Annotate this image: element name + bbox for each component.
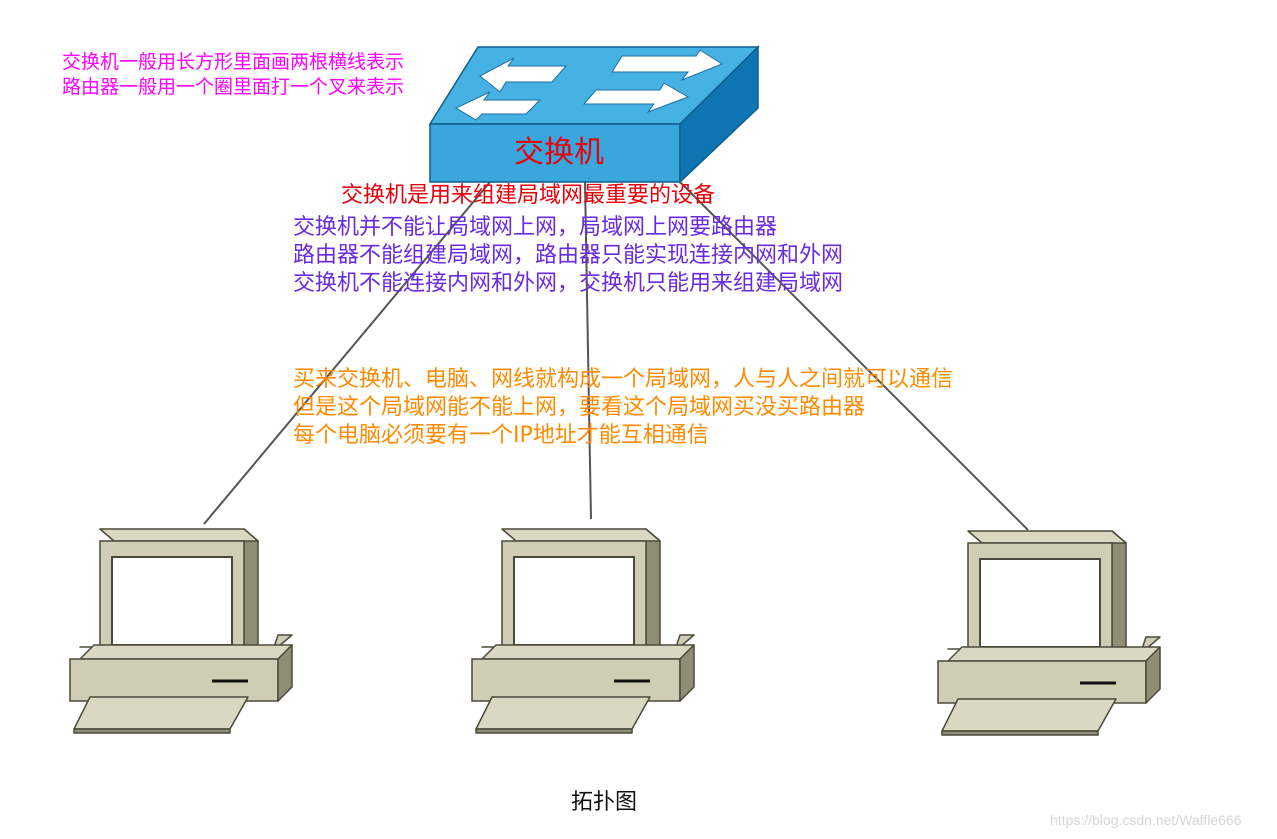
base-side — [679, 644, 695, 702]
switch-router-notes: 交换机并不能让局域网上网，局域网上网要路由器 路由器不能组建局域网，路由器只能实… — [293, 214, 843, 298]
switch-label: 交换机 — [514, 135, 604, 170]
monitor-screen — [979, 558, 1101, 648]
legend-notes: 交换机一般用长方形里面画两根横线表示 路由器一般用一个圈里面打一个叉来表示 — [62, 50, 404, 100]
base-side — [1145, 646, 1161, 704]
monitor-top — [967, 530, 1127, 544]
monitor-screen — [513, 556, 635, 646]
computer-icon — [471, 528, 695, 734]
diagram-caption: 拓扑图 — [571, 790, 638, 815]
base-side — [277, 644, 293, 702]
keyboard-edge — [941, 730, 1099, 736]
legend-note-switch: 交换机一般用长方形里面画两根横线表示 — [62, 51, 405, 73]
network-switch-icon — [428, 45, 760, 184]
cable-left — [203, 181, 491, 525]
computer-icon — [69, 528, 293, 734]
computer-icon — [937, 530, 1161, 736]
switch-router-note: 交换机不能连接内网和外网，交换机只能用来组建局域网 — [293, 271, 844, 296]
legend-note-router: 路由器一般用一个圈里面打一个叉来表示 — [62, 76, 405, 98]
cable-middle — [584, 181, 592, 520]
cables — [203, 181, 1029, 531]
monitor-screen — [111, 556, 233, 646]
switch-side-face — [679, 45, 759, 184]
lan-note: 但是这个局域网能不能上网，要看这个局域网买没买路由器 — [293, 395, 866, 420]
lan-note: 买来交换机、电脑、网线就构成一个局域网，人与人之间就可以通信 — [293, 367, 954, 392]
switch-router-note: 交换机并不能让局域网上网，局域网上网要路由器 — [293, 215, 778, 240]
switch-arrows-icon — [454, 49, 724, 121]
monitor-side — [1111, 530, 1127, 660]
switch-router-note: 路由器不能组建局域网，路由器只能实现连接内网和外网 — [293, 243, 844, 268]
base-top-face — [481, 644, 695, 660]
base-top-face — [947, 646, 1161, 662]
monitor-side — [645, 528, 661, 658]
monitor-top — [501, 528, 661, 542]
lan-notes: 买来交换机、电脑、网线就构成一个局域网，人与人之间就可以通信 但是这个局域网能不… — [293, 366, 953, 450]
base-top-face — [79, 644, 293, 660]
monitor-top — [99, 528, 259, 542]
keyboard — [475, 696, 651, 730]
keyboard-edge — [475, 728, 633, 734]
keyboard-edge — [73, 728, 231, 734]
keyboard — [941, 698, 1117, 732]
lan-note: 每个电脑必须要有一个IP地址才能互相通信 — [293, 423, 709, 448]
watermark: https://blog.csdn.net/Waffle666 — [1050, 812, 1242, 828]
switch-role-note: 交换机是用来组建局域网最重要的设备 — [341, 183, 716, 208]
cable-right — [679, 181, 1029, 531]
monitor-side — [243, 528, 259, 658]
keyboard — [73, 696, 249, 730]
